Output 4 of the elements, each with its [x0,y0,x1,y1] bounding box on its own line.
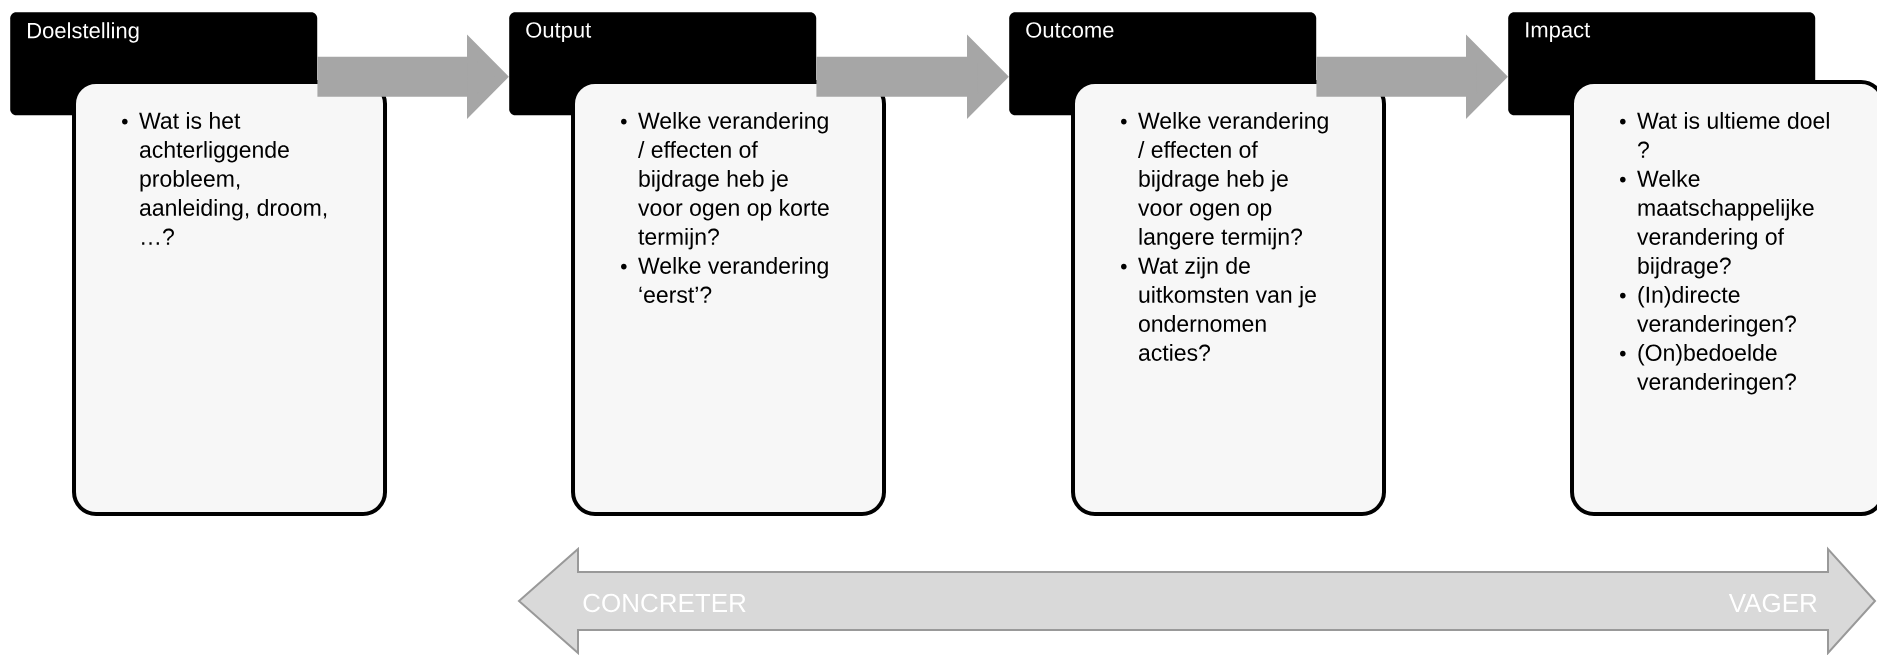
text-card: Welke verandering / effecten of bijdrage heb je voor ogen op langere termijn? Wat zijn de uitkomsten van je ondernomen acties? [1071,80,1386,516]
text-card: Wat is het achterliggende probleem, aanleiding, droom, …? [72,80,387,516]
text-card: Welke verandering / effecten of bijdrage heb je voor ogen op korte termijn? Welke verandering ‘eerst’? [571,80,886,516]
text-card: Wat is ultieme doel ? Welke maatschappelijke verandering of bijdrage? (In)directe veranderingen? (On)bedoelde veranderingen? [1570,80,1877,516]
